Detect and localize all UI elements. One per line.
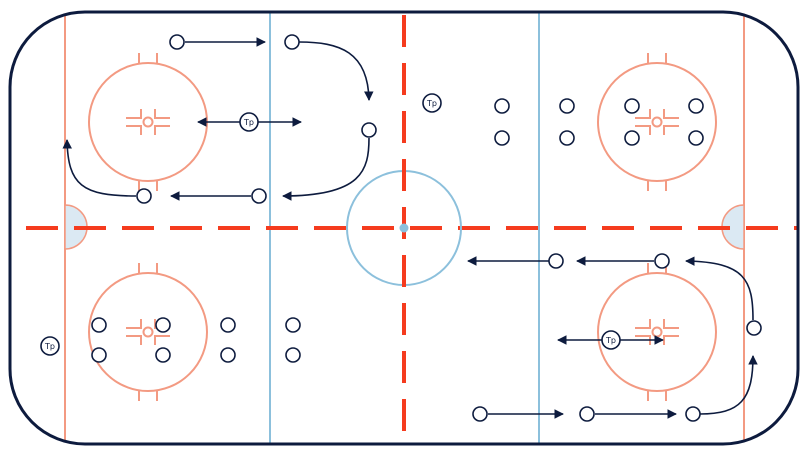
player xyxy=(548,253,564,269)
faceoff-circle-top-right xyxy=(597,53,717,191)
center-faceoff-dot xyxy=(399,223,409,233)
player xyxy=(284,34,300,50)
coach-label: Tp xyxy=(605,336,616,345)
player xyxy=(220,317,236,333)
arrow-skate-top-curve xyxy=(298,41,374,101)
player xyxy=(285,317,301,333)
player xyxy=(559,98,575,114)
coach-marker: Tp xyxy=(40,336,60,356)
player xyxy=(746,320,762,336)
players xyxy=(91,34,762,422)
player xyxy=(624,130,640,146)
player xyxy=(624,98,640,114)
coach-label: Tp xyxy=(44,342,55,351)
player xyxy=(559,130,575,146)
player xyxy=(361,122,377,138)
coach-marker: Tp xyxy=(422,93,442,113)
rink-boards xyxy=(8,10,800,446)
coach-label: Tp xyxy=(243,118,254,127)
arrow-skate-up-right xyxy=(685,256,754,321)
player xyxy=(155,317,171,333)
coach-marker: Tp xyxy=(601,330,621,350)
player xyxy=(285,347,301,363)
player xyxy=(494,130,510,146)
arrow-skate-down-right xyxy=(282,137,370,201)
player xyxy=(579,406,595,422)
player xyxy=(169,34,185,50)
player xyxy=(494,98,510,114)
arrow-skate-bottom-curve xyxy=(699,355,758,415)
player xyxy=(472,406,488,422)
movement-arrows xyxy=(62,37,758,419)
player xyxy=(155,347,171,363)
arrow-skate-to-net-left xyxy=(62,139,137,197)
faceoff-circle-bottom-left xyxy=(88,263,208,401)
player xyxy=(688,98,704,114)
player xyxy=(688,130,704,146)
player xyxy=(654,253,670,269)
coach-label: Tp xyxy=(426,99,437,108)
player xyxy=(251,188,267,204)
player xyxy=(91,317,107,333)
coach-marker: Tp xyxy=(239,112,259,132)
player xyxy=(91,347,107,363)
player xyxy=(220,347,236,363)
player xyxy=(685,406,701,422)
player xyxy=(136,188,152,204)
